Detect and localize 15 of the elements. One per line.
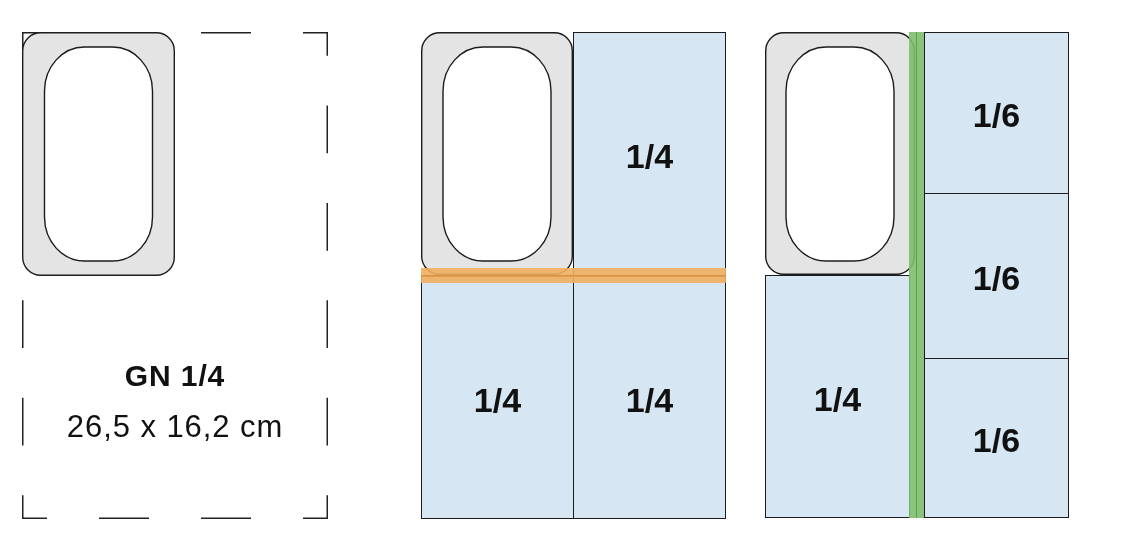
compartment-box <box>924 193 1069 359</box>
fraction-label: 1/6 <box>972 420 1021 457</box>
fraction-label: 1/4 <box>625 136 674 173</box>
fraction-label: 1/6 <box>972 95 1021 132</box>
dashed-frame <box>22 32 328 519</box>
size-label: GN 1/4 <box>124 361 226 391</box>
fraction-label: 1/4 <box>625 379 674 417</box>
pan-drawing <box>22 32 175 276</box>
dimensions-label: 26,5 x 16,2 cm <box>66 411 284 442</box>
compartment-box <box>924 358 1069 518</box>
fraction-label: 1/6 <box>972 258 1021 295</box>
compartment-box <box>924 32 1069 194</box>
compartment-box <box>765 275 910 518</box>
fraction-label: 1/4 <box>813 378 862 416</box>
fraction-label: 1/4 <box>473 379 522 417</box>
